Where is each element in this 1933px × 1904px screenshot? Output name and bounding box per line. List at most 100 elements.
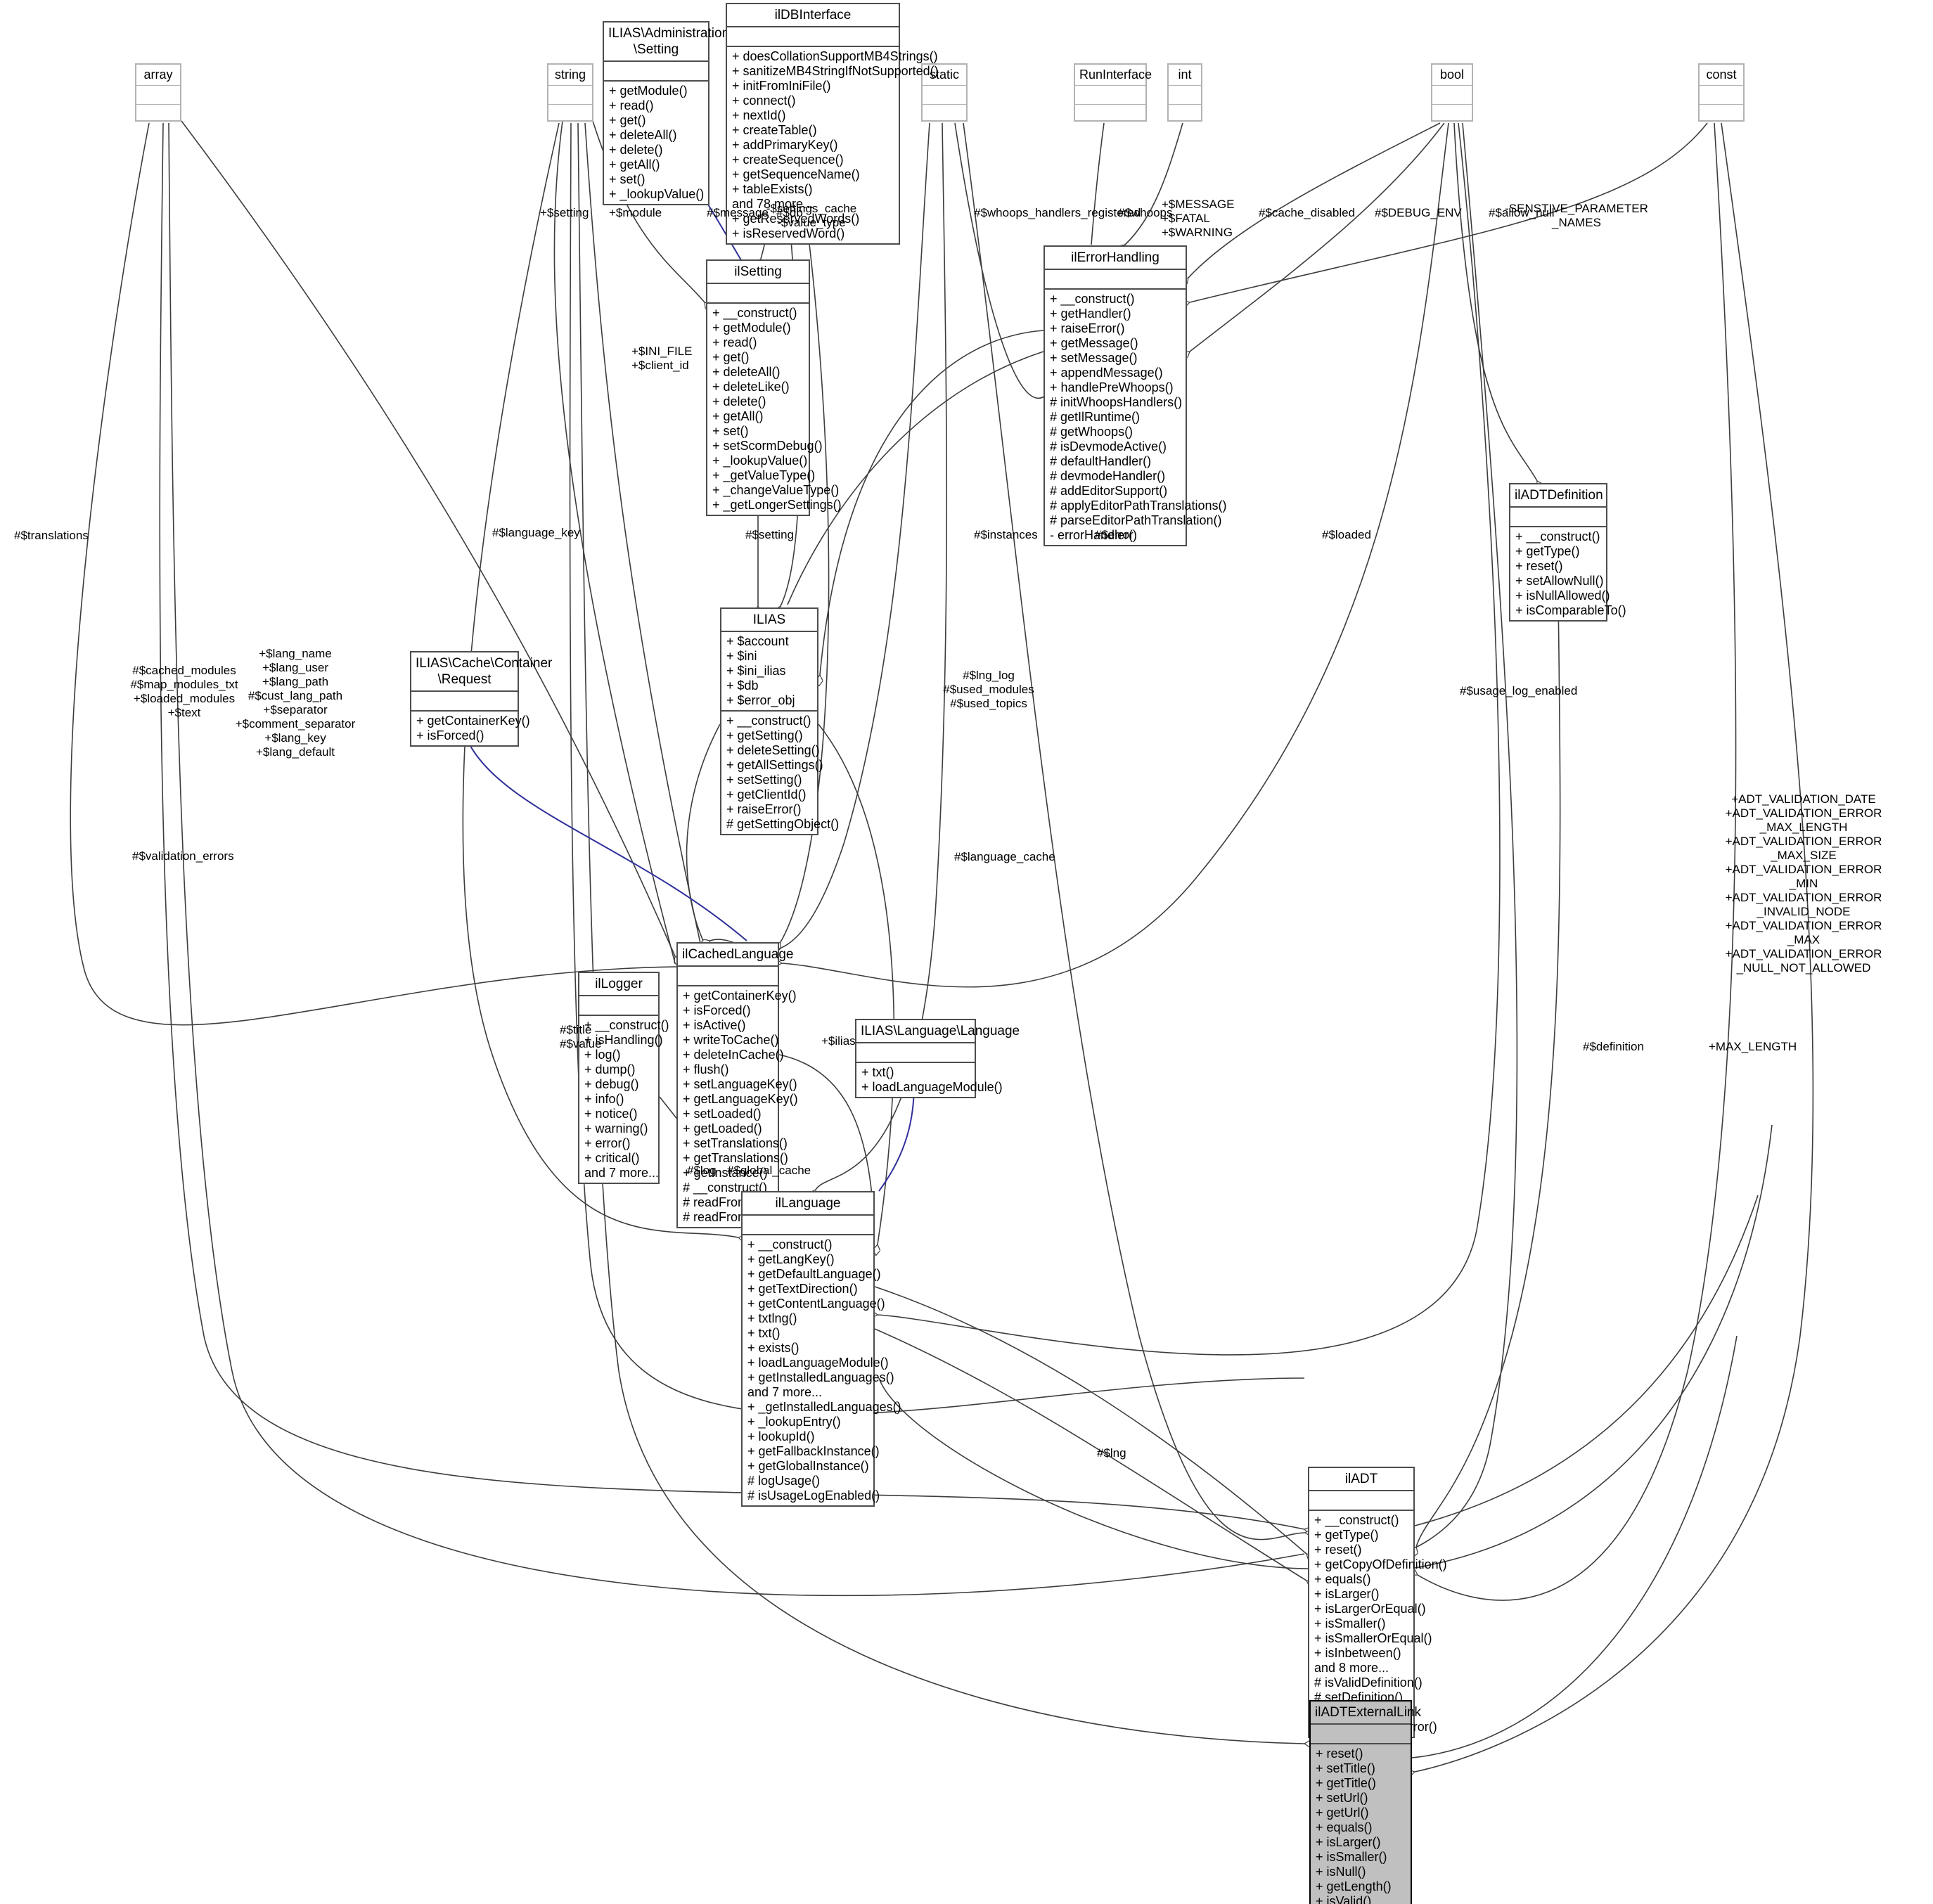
- class-member: + $account: [726, 634, 789, 648]
- class-member: + debug(): [584, 1077, 639, 1091]
- class-member: + __construct(): [1515, 529, 1600, 543]
- class-member: # applyEditorPathTranslations(): [1050, 498, 1227, 513]
- edge-label-whoops: #$whoops: [1118, 206, 1173, 219]
- class-node-ilias-language-language[interactable]: ILIAS\Language\Language + txt()+ loadLan…: [855, 1019, 1020, 1098]
- class-title: array: [136, 65, 180, 86]
- class-node-ilias-administration-setting[interactable]: ILIAS\Administration \Setting + getModul…: [603, 21, 729, 205]
- class-node-ilias-cache-container-request[interactable]: ILIAS\Cache\Container \Request + getCont…: [410, 651, 552, 747]
- class-member: + isHandling(): [584, 1033, 663, 1047]
- class-member: + getUrl(): [1316, 1806, 1369, 1820]
- class-member: # isDevmodeActive(): [1050, 439, 1167, 454]
- class-member: + isValid(): [1316, 1894, 1372, 1904]
- class-node-iladtdefinition[interactable]: ilADTDefinition + __construct()+ getType…: [1509, 483, 1626, 622]
- class-node-ilerrorhandling[interactable]: ilErrorHandling + __construct()+ getHand…: [1043, 245, 1227, 546]
- class-member: + get(): [712, 350, 750, 364]
- class-title: ilErrorHandling: [1045, 247, 1186, 270]
- class-attributes: [1045, 270, 1186, 290]
- class-member: + isSmallerOrEqual(): [1314, 1631, 1432, 1645]
- class-title: static: [923, 65, 966, 86]
- class-member: + getLanguageKey(): [683, 1092, 798, 1106]
- class-node-illogger[interactable]: ilLogger + __construct()+ isHandling()+ …: [578, 972, 669, 1184]
- class-member: + set(): [609, 172, 646, 186]
- class-operations: + txt()+ loadLanguageModule(): [856, 1063, 1003, 1097]
- class-member: + getModule(): [609, 84, 688, 98]
- class-node-illanguage[interactable]: ilLanguage + __construct()+ getLangKey()…: [741, 1191, 901, 1507]
- class-title: ILIAS: [721, 609, 817, 632]
- class-member: + isInbetween(): [1314, 1646, 1401, 1660]
- class-operations: [136, 105, 180, 123]
- class-attributes: [1169, 86, 1201, 105]
- class-operations: + reset()+ setTitle()+ getTitle()+ setUr…: [1311, 1744, 1411, 1904]
- class-member: + isLarger(): [1316, 1835, 1381, 1849]
- class-node-string[interactable]: string: [547, 63, 593, 122]
- class-member: + __construct(): [712, 306, 797, 320]
- class-member: + getLangKey(): [747, 1252, 835, 1266]
- class-member: + getGlobalInstance(): [747, 1459, 869, 1473]
- class-title: ilADT: [1309, 1468, 1413, 1491]
- edge-label-module_assoc: +$module: [609, 206, 662, 219]
- class-member: + isForced(): [683, 1003, 751, 1017]
- class-node-ilsetting[interactable]: ilSetting + __construct()+ getModule()+ …: [706, 259, 842, 516]
- class-member: + warning(): [584, 1121, 648, 1136]
- class-member: + read(): [712, 335, 757, 349]
- class-node-bool[interactable]: bool: [1431, 63, 1473, 122]
- class-member: + equals(): [1314, 1572, 1371, 1586]
- edge-label-message_consts: +$MESSAGE +$FATAL +$WARNING: [1162, 198, 1235, 239]
- class-member: + getAll(): [712, 409, 764, 423]
- class-node-ildbinterface[interactable]: ilDBInterface + doesCollationSupportMB4S…: [726, 3, 939, 245]
- class-member: # getSettingObject(): [726, 817, 840, 831]
- class-member: + doesCollationSupportMB4Strings(): [732, 49, 938, 63]
- class-node-iladt[interactable]: ilADT + __construct()+ getType()+ reset(…: [1308, 1467, 1447, 1738]
- class-member: + getHandler(): [1050, 307, 1131, 321]
- edge-label-cached_modules: #$cached_modules #$map_modules_txt +$loa…: [130, 664, 238, 719]
- class-attributes: [411, 692, 518, 712]
- class-member: and 7 more...: [584, 1166, 660, 1180]
- class-attributes: [1311, 1725, 1411, 1744]
- class-member: + setUrl(): [1316, 1791, 1368, 1805]
- class-member: + nextId(): [732, 108, 786, 122]
- class-operations: [1700, 105, 1743, 123]
- class-node-int[interactable]: int: [1167, 63, 1202, 122]
- edge-label-lng_ref: #$lng: [1097, 1446, 1126, 1460]
- edge-label-setting_assoc: +$setting: [540, 206, 589, 219]
- edge-label-language_cache: #$language_cache: [954, 850, 1055, 863]
- class-node-runinterface[interactable]: RunInterface: [1074, 63, 1152, 122]
- class-member: # getWhoops(): [1050, 425, 1134, 439]
- class-node-ilias[interactable]: ILIAS + $account+ $ini+ $ini_ilias+ $db+…: [720, 607, 840, 835]
- edge-label-loaded: #$loaded: [1322, 528, 1371, 541]
- class-attributes: + $account+ $ini+ $ini_ilias+ $db+ $erro…: [721, 632, 817, 712]
- class-node-ilcachedlanguage[interactable]: ilCachedLanguage + getContainerKey()+ is…: [676, 942, 798, 1228]
- class-node-iladtexternallink[interactable]: ilADTExternalLink + reset()+ setTitle()+…: [1309, 1700, 1421, 1904]
- class-operations: + __construct()+ getSetting()+ deleteSet…: [721, 712, 840, 834]
- edge-label-cache_disabled: #$cache_disabled: [1259, 206, 1356, 219]
- edge-label-ini_file: +$INI_FILE +$client_id: [631, 345, 693, 372]
- edge-label-validation_errors: #$validation_errors: [132, 849, 234, 863]
- class-member: + getModule(): [712, 321, 791, 335]
- class-title: bool: [1432, 65, 1472, 86]
- class-member: + lookupId(): [747, 1429, 815, 1443]
- edge-label-max_length: +MAX_LENGTH: [1709, 1040, 1797, 1053]
- class-node-static[interactable]: static: [921, 63, 968, 122]
- edge-label-whoops_handlers: #$whoops_handlers_registered: [974, 206, 1141, 219]
- edge-label-adt_consts: +ADT_VALIDATION_DATE +ADT_VALIDATION_ERR…: [1725, 792, 1882, 974]
- class-operations: + __construct()+ getModule()+ read()+ ge…: [707, 304, 842, 515]
- class-member: + isComparableTo(): [1515, 603, 1626, 617]
- edge-label-db_assoc: #$db: [776, 206, 803, 219]
- class-attributes: [727, 27, 899, 47]
- class-node-const[interactable]: const: [1698, 63, 1745, 122]
- class-member: + deleteAll(): [712, 365, 781, 379]
- class-member: + txt(): [861, 1065, 894, 1079]
- class-operations: [1169, 105, 1201, 123]
- class-attributes: [548, 86, 592, 105]
- class-member: + setTranslations(): [683, 1136, 788, 1150]
- class-member: + getContainerKey(): [683, 989, 797, 1003]
- class-attributes: [1432, 86, 1472, 105]
- class-node-array[interactable]: array: [135, 63, 181, 122]
- class-member: + __construct(): [584, 1018, 669, 1032]
- class-title: ilADTExternalLink: [1311, 1702, 1421, 1725]
- class-member: + isNullAllowed(): [1515, 588, 1610, 603]
- class-member: + setAllowNull(): [1515, 574, 1604, 588]
- class-member: + error(): [584, 1136, 631, 1150]
- class-operations: + getModule()+ read()+ get()+ deleteAll(…: [604, 82, 708, 204]
- class-operations: + __construct()+ isHandling()+ log()+ du…: [579, 1016, 669, 1183]
